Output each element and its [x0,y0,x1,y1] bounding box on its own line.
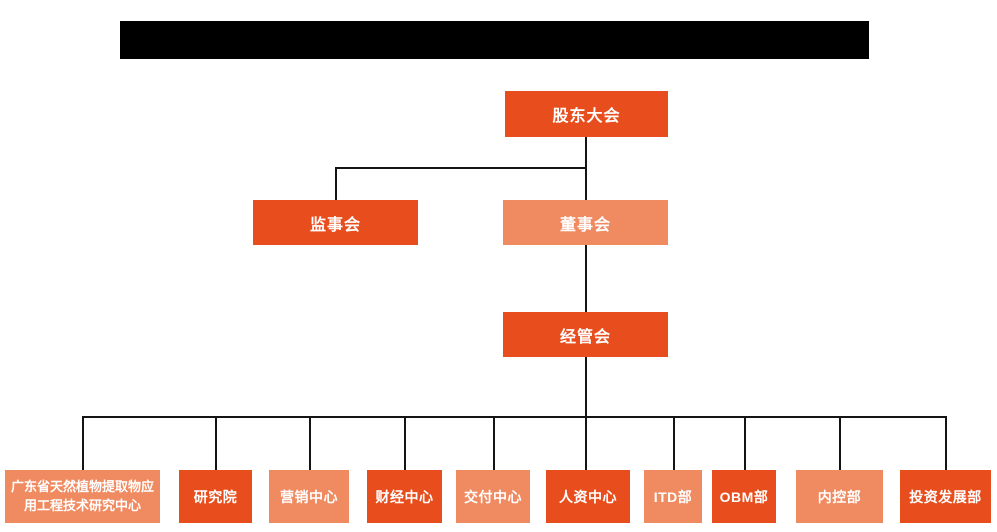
org-node-label: 财经中心 [375,488,434,505]
org-node-label: 内控部 [817,488,862,505]
connector-drop-itd-dept [673,416,675,471]
connector-drop-marketing-center [309,416,311,471]
connector-drop-investment-dev-dept [945,416,947,471]
connector-to-supervisory [335,167,337,201]
org-node-dept-itd: ITD部 [644,470,702,523]
org-node-dept-research-center: 广东省天然植物提取物应用工程技术研究中心 [5,470,160,523]
org-node-label: ITD部 [653,488,693,505]
org-node-label: 经管会 [559,328,611,346]
connector-board-to-management [585,245,587,313]
org-node-label: 人资中心 [559,488,617,505]
org-node-label: 研究院 [193,488,238,505]
org-node-board-of-directors: 董事会 [503,200,668,245]
org-node-management-committee: 经管会 [503,312,668,357]
org-node-dept-internal-control: 内控部 [796,470,883,523]
org-node-dept-finance-center: 财经中心 [367,470,442,523]
org-node-dept-delivery-center: 交付中心 [456,470,530,523]
connector-branch-horizontal [335,167,587,169]
org-node-label: 广东省天然植物提取物应用工程技术研究中心 [10,479,154,513]
org-node-dept-research-institute: 研究院 [179,470,252,523]
connector-drop-obm-dept [744,416,746,471]
org-node-supervisory-board: 监事会 [253,200,418,245]
org-node-shareholders-meeting: 股东大会 [505,91,668,137]
connector-drop-internal-control-dept [839,416,841,471]
title-bar-redacted [120,21,869,59]
org-node-label: 监事会 [309,216,361,234]
connector-drop-delivery-center [493,416,495,471]
connector-drop-finance-center [404,416,406,471]
connector-departments-horizontal [82,416,947,418]
org-node-label: OBM部 [719,488,769,505]
org-node-label: 董事会 [559,216,611,234]
org-node-label: 投资发展部 [909,488,982,505]
org-node-dept-obm: OBM部 [712,470,776,523]
org-node-dept-investment-development: 投资发展部 [900,470,991,523]
connector-root-to-board [585,137,587,201]
org-node-label: 股东大会 [552,108,621,125]
org-node-dept-marketing-center: 营销中心 [269,470,349,523]
connector-drop-research-center [82,416,84,471]
connector-management-to-depts [585,357,587,418]
org-node-label: 营销中心 [280,488,338,505]
connector-drop-research-institute [215,416,217,471]
org-node-dept-hr-center: 人资中心 [546,470,630,523]
org-node-label: 交付中心 [464,488,522,505]
connector-drop-hr-center [585,416,587,471]
